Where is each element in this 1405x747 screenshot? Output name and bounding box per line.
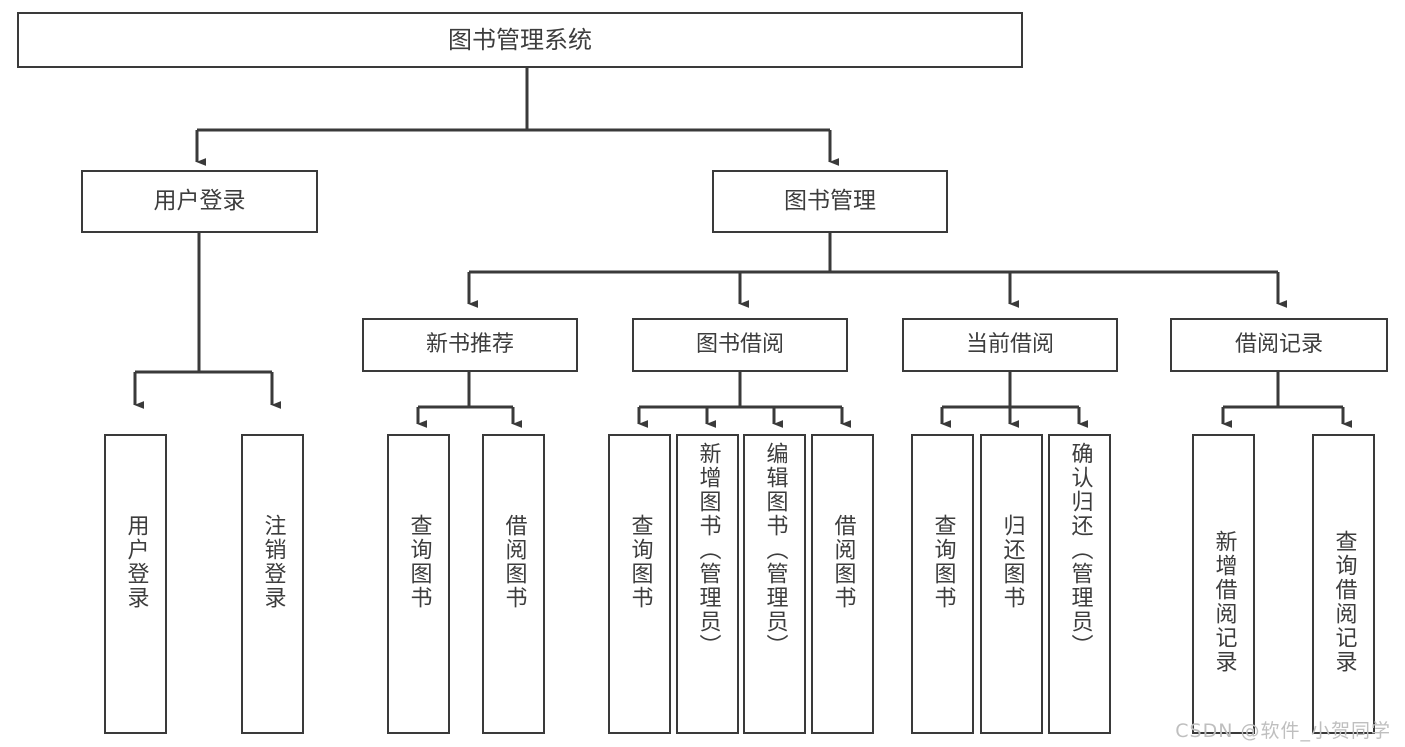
node-label: 借阅图书 [830, 514, 856, 610]
node-root-system[interactable]: 图书管理系统 [17, 12, 1023, 68]
leaf-user-login[interactable]: 用户登录 [104, 434, 167, 734]
leaf-confirm-return-admin[interactable]: 确认归还（管理员） [1048, 434, 1111, 734]
node-new-book-recommend[interactable]: 新书推荐 [362, 318, 578, 372]
leaf-add-book-admin[interactable]: 新增图书（管理员） [676, 434, 739, 734]
node-label: 借阅图书 [501, 514, 527, 610]
connector-borrowrecord-to-leaves [1221, 372, 1353, 428]
node-label: 图书管理系统 [448, 25, 592, 54]
leaf-borrow-book-recommend[interactable]: 借阅图书 [482, 434, 545, 734]
node-label: 确认归还（管理员） [1067, 442, 1093, 658]
node-label: 用户登录 [153, 187, 246, 214]
leaf-query-book-borrow[interactable]: 查询图书 [608, 434, 671, 734]
leaf-add-borrow-record[interactable]: 新增借阅记录 [1192, 434, 1255, 734]
node-label: 查询图书 [627, 514, 653, 610]
node-current-borrow[interactable]: 当前借阅 [902, 318, 1118, 372]
node-label: 查询图书 [930, 514, 956, 610]
leaf-return-book[interactable]: 归还图书 [980, 434, 1043, 734]
node-label: 编辑图书（管理员） [762, 442, 788, 658]
node-label: 新增借阅记录 [1211, 530, 1237, 674]
leaf-query-book-recommend[interactable]: 查询图书 [387, 434, 450, 734]
node-label: 用户登录 [123, 514, 149, 610]
node-label: 当前借阅 [965, 332, 1054, 358]
connector-root-to-level2 [195, 68, 840, 166]
leaf-query-borrow-record[interactable]: 查询借阅记录 [1312, 434, 1375, 734]
leaf-logout-login[interactable]: 注销登录 [241, 434, 304, 734]
node-book-management[interactable]: 图书管理 [712, 170, 948, 233]
leaf-edit-book-admin[interactable]: 编辑图书（管理员） [743, 434, 806, 734]
leaf-borrow-book[interactable]: 借阅图书 [811, 434, 874, 734]
node-user-login[interactable]: 用户登录 [81, 170, 318, 233]
connector-bookmgmt-to-level3 [467, 233, 1288, 308]
node-label: 图书管理 [784, 187, 876, 214]
node-book-borrow[interactable]: 图书借阅 [632, 318, 848, 372]
node-label: 查询图书 [406, 514, 432, 610]
node-label: 借阅记录 [1234, 332, 1323, 358]
connector-bookborrow-to-leaves [637, 372, 852, 428]
node-label: 新增图书（管理员） [695, 442, 721, 658]
connector-currentborrow-to-leaves [940, 372, 1089, 428]
node-borrow-record[interactable]: 借阅记录 [1170, 318, 1388, 372]
csdn-watermark: CSDN @软件_小贺同学 [1175, 720, 1391, 742]
connector-userlogin-to-leaves [133, 233, 282, 409]
leaf-query-book-current[interactable]: 查询图书 [911, 434, 974, 734]
node-label: 归还图书 [999, 514, 1025, 610]
node-label: 图书借阅 [695, 332, 784, 358]
node-label: 新书推荐 [425, 332, 514, 358]
connector-newbook-to-leaves [416, 372, 523, 428]
node-label: 注销登录 [260, 514, 286, 610]
node-label: 查询借阅记录 [1331, 530, 1357, 674]
